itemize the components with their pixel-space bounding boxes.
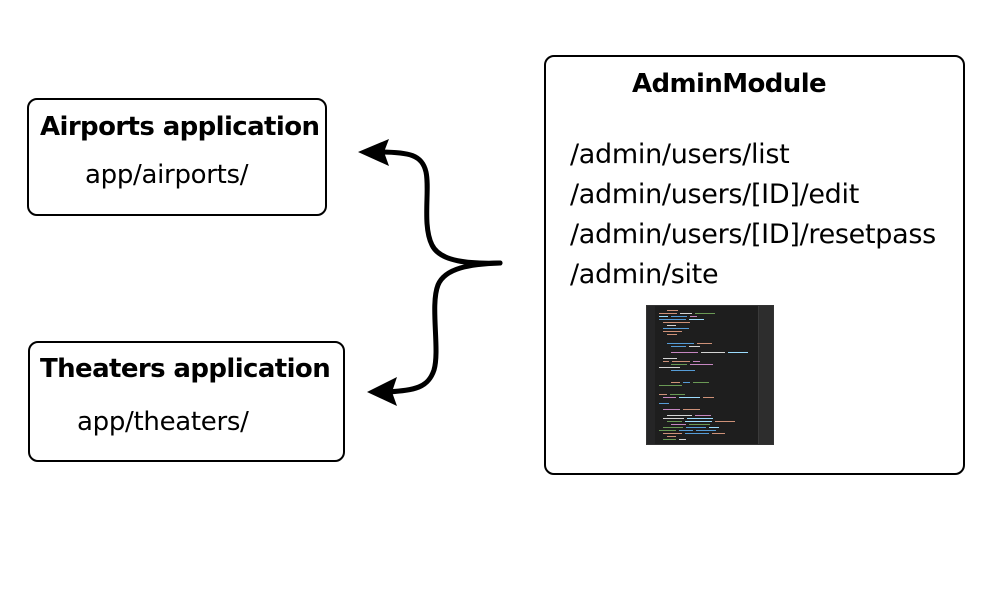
editor-gutter: [647, 306, 655, 444]
code-line: [659, 430, 676, 431]
code-line: [693, 382, 709, 383]
code-line: [715, 421, 735, 422]
code-line: [703, 397, 714, 398]
theaters-title: Theaters application: [40, 354, 331, 384]
code-line: [671, 346, 686, 347]
code-line: [671, 370, 695, 371]
code-line: [672, 361, 690, 362]
code-line: [663, 409, 680, 410]
airports-application-box: Airports application app/airports/: [27, 98, 327, 216]
code-line: [696, 430, 716, 431]
code-line: [667, 421, 682, 422]
code-line: [659, 316, 668, 317]
code-screenshot-thumbnail: [646, 305, 774, 445]
code-line: [683, 382, 690, 383]
code-line: [663, 328, 689, 329]
code-line: [659, 403, 669, 404]
code-line: [679, 397, 700, 398]
code-line: [683, 409, 700, 410]
code-line: [659, 367, 680, 368]
code-line: [663, 433, 682, 434]
code-line: [685, 433, 709, 434]
code-line: [695, 313, 715, 314]
route-users-resetpass: /admin/users/[ID]/resetpass: [570, 219, 936, 250]
code-line: [667, 325, 676, 326]
bracket-curve-lower: [385, 260, 503, 395]
route-site: /admin/site: [570, 259, 719, 290]
code-line: [663, 331, 682, 332]
code-line: [690, 316, 697, 317]
admin-module-title: AdminModule: [632, 69, 827, 99]
route-users-edit: /admin/users/[ID]/edit: [570, 179, 860, 210]
code-line: [659, 319, 686, 320]
code-line: [690, 364, 713, 365]
code-line: [663, 322, 690, 323]
code-line: [712, 433, 725, 434]
code-line: [667, 334, 677, 335]
airports-title: Airports application: [40, 112, 320, 142]
code-line: [663, 427, 683, 428]
code-line: [659, 394, 667, 395]
code-line: [689, 424, 710, 425]
code-line: [709, 427, 719, 428]
code-line: [686, 427, 706, 428]
code-line: [670, 394, 685, 395]
code-line: [671, 382, 680, 383]
code-line: [671, 424, 686, 425]
code-line: [689, 346, 700, 347]
editor-scrollbar: [758, 306, 773, 444]
route-users-list: /admin/users/list: [570, 139, 790, 170]
airports-path: app/airports/: [85, 160, 249, 190]
code-line: [667, 415, 692, 416]
code-line: [663, 439, 676, 440]
code-line: [659, 313, 677, 314]
code-line: [679, 439, 686, 440]
code-line: [685, 421, 712, 422]
theaters-application-box: Theaters application app/theaters/: [28, 341, 345, 462]
code-line: [663, 358, 677, 359]
code-line: [728, 352, 748, 353]
code-line: [697, 343, 712, 344]
theaters-path: app/theaters/: [77, 407, 249, 437]
code-line: [689, 319, 704, 320]
bracket-curve: [375, 149, 503, 266]
arrow-to-airports-icon: [358, 139, 389, 166]
code-line: [701, 352, 725, 353]
code-line: [667, 436, 676, 437]
code-line: [687, 418, 713, 419]
code-line: [671, 352, 698, 353]
code-line: [663, 418, 684, 419]
arrow-to-theaters-icon: [367, 377, 397, 406]
code-line: [671, 364, 687, 365]
code-line: [671, 316, 687, 317]
code-line: [679, 430, 693, 431]
code-line: [693, 361, 700, 362]
code-line: [663, 361, 669, 362]
admin-module-box: AdminModule /admin/users/list /admin/use…: [544, 55, 965, 475]
code-line: [667, 310, 678, 311]
code-line: [695, 415, 711, 416]
code-line: [659, 385, 682, 386]
code-line: [667, 343, 694, 344]
code-line: [663, 397, 676, 398]
code-line: [680, 313, 692, 314]
